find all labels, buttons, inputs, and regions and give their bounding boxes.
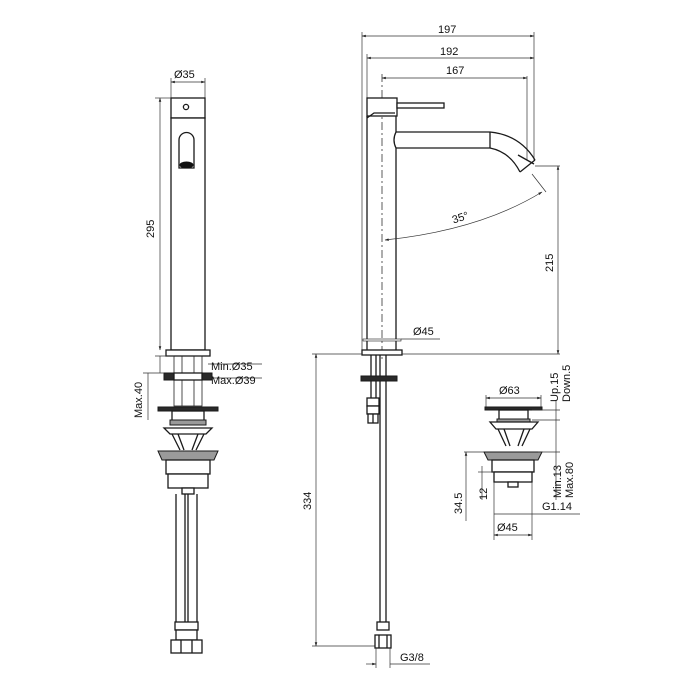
base-diameter-label: Ø45 [413,326,434,338]
waste-thread-label: G1.14 [542,501,572,513]
width-167-label: 167 [446,65,464,77]
width-197-label: 197 [438,24,456,36]
max-hole-label: Max.Ø39 [211,375,256,387]
aerator-slot [178,131,195,169]
indicator-dot [182,103,190,111]
side-view: 197 192 167 35° 215 [302,24,560,668]
thickness-max-label: Max.80 [564,462,576,498]
width-192-label: 192 [440,46,458,58]
waste-detail: Ø63 Up.15 Down.5 Min.13 Max.80 34.5 12 G… [453,365,580,540]
thread-label: G3/8 [400,652,424,664]
hose-length-label: 334 [302,492,314,510]
thread-height-label: 12 [478,488,490,500]
body-height-label: 34.5 [453,493,465,514]
travel-down-label: Down.5 [561,365,573,402]
cap-diameter-label: Ø63 [499,385,520,397]
travel-up-label: Up.15 [549,373,561,402]
mixer-body [170,117,206,351]
body-diameter-label: Ø45 [497,522,518,534]
front-view: Ø35 295 Min.Ø35 Max.Ø39 Max.40 [133,69,262,654]
spout-height-label: 215 [544,254,556,272]
front-diameter-label: Ø35 [174,69,195,81]
aerator-icon [179,161,194,169]
front-height-label: 295 [145,220,157,238]
min-hole-label: Min.Ø35 [211,361,253,373]
angle-label: 35° [451,210,471,227]
max-thickness-label: Max.40 [133,382,145,418]
thickness-min-label: Min.13 [552,465,564,498]
